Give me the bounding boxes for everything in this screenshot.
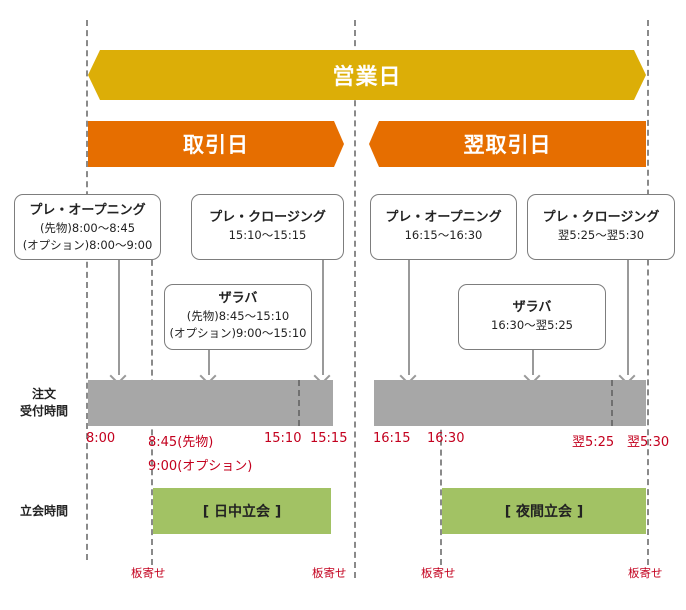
arrow-pre-opening-1 [118, 258, 120, 375]
itayose-night-close: 板寄せ [628, 566, 663, 580]
zaraba-night-time: 16:30〜翌5:25 [491, 318, 573, 332]
order-label-line1: 注文 [31, 387, 56, 401]
arrow-pre-closing-1 [322, 258, 324, 375]
pre-opening-day-title: プレ・オープニング [29, 203, 146, 218]
time-8-00: 8:00 [86, 431, 116, 446]
night-session-label: [ 夜間立会 ] [504, 504, 584, 520]
itayose-night-open: 板寄せ [421, 566, 456, 580]
arrow-zaraba-1 [208, 350, 210, 375]
guide-line-day-start [86, 20, 88, 560]
time-16-30: 16:30 [427, 431, 465, 446]
arrow-pre-opening-2 [408, 258, 410, 375]
pre-opening-day-options: (オプション)8:00〜9:00 [22, 238, 153, 252]
day-session-label: [ 日中立会 ] [202, 504, 282, 520]
pre-closing-night-time: 翌5:25〜翌5:30 [557, 228, 645, 242]
itayose-day-close: 板寄せ [312, 566, 347, 580]
zaraba-night-box: ザラバ 16:30〜翌5:25 [458, 284, 606, 350]
pre-closing-night-box: プレ・クロージング 翌5:25〜翌5:30 [527, 194, 675, 260]
time-next-5-30: 翌5:30 [627, 435, 670, 450]
order-acceptance-label: 注文 受付時間 [8, 386, 80, 420]
order-band-night [374, 380, 646, 426]
trading-day-banner: 取引日 [88, 121, 344, 167]
trading-day-label: 取引日 [183, 133, 249, 157]
pre-opening-night-title: プレ・オープニング [385, 210, 502, 225]
pre-opening-night-time: 16:15〜16:30 [404, 228, 483, 242]
zaraba-day-futures: (先物)8:45〜15:10 [186, 309, 290, 323]
day-session-bar: [ 日中立会 ] [153, 488, 331, 534]
zaraba-day-title: ザラバ [218, 291, 258, 306]
itayose-day-open: 板寄せ [131, 566, 166, 580]
guide-line-day-end [354, 20, 356, 578]
time-next-5-25: 翌5:25 [572, 435, 615, 450]
arrow-pre-closing-2 [627, 258, 629, 375]
order-band-day [88, 380, 333, 426]
order-band-day-divider [298, 380, 300, 426]
pre-closing-day-time: 15:10〜15:15 [228, 228, 307, 242]
next-trading-day-banner: 翌取引日 [369, 121, 646, 167]
arrow-zaraba-2 [532, 350, 534, 375]
pre-closing-night-title: プレ・クロージング [542, 210, 660, 225]
order-label-line2: 受付時間 [19, 404, 68, 418]
night-session-bar: [ 夜間立会 ] [442, 488, 646, 534]
zaraba-night-title: ザラバ [512, 300, 552, 315]
zaraba-day-box: ザラバ (先物)8:45〜15:10 (オプション)9:00〜15:10 [164, 284, 312, 350]
guide-line-night-end [647, 20, 649, 565]
pre-opening-day-futures: (先物)8:00〜8:45 [39, 221, 136, 235]
next-trading-day-label: 翌取引日 [463, 133, 552, 157]
pre-closing-day-box: プレ・クロージング 15:10〜15:15 [191, 194, 344, 260]
time-16-15: 16:15 [373, 431, 411, 446]
pre-opening-night-box: プレ・オープニング 16:15〜16:30 [370, 194, 517, 260]
business-day-banner: 営業日 [88, 50, 646, 100]
time-15-15: 15:15 [310, 431, 348, 446]
zaraba-day-options: (オプション)9:00〜15:10 [169, 326, 307, 340]
business-day-label: 営業日 [332, 65, 402, 90]
time-9-00-options: 9:00(オプション) [148, 459, 253, 474]
time-8-45-futures: 8:45(先物) [148, 435, 214, 450]
guide-line-night-open [440, 380, 442, 565]
pre-closing-day-title: プレ・クロージング [209, 210, 326, 225]
pre-opening-day-box: プレ・オープニング (先物)8:00〜8:45 (オプション)8:00〜9:00 [14, 194, 161, 260]
time-15-10: 15:10 [264, 431, 302, 446]
session-label: 立会時間 [19, 504, 68, 518]
order-band-night-divider [611, 380, 613, 426]
